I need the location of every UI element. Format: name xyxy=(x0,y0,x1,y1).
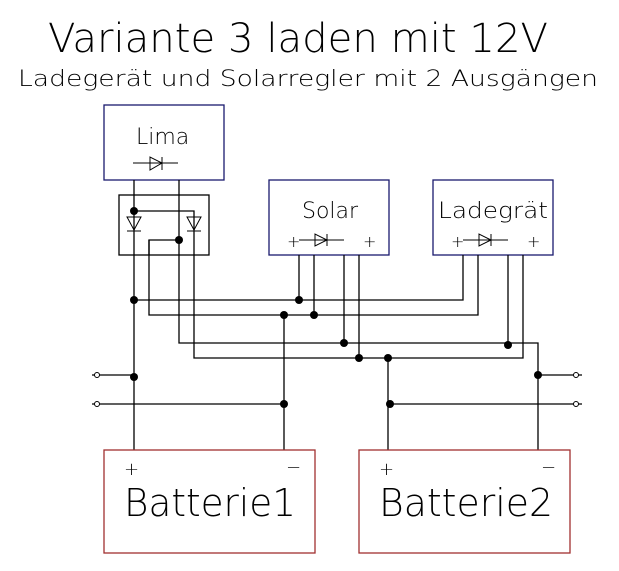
junction-dot xyxy=(130,296,138,304)
junction-dot xyxy=(280,400,288,408)
terminal-icon xyxy=(573,401,579,407)
solar-box xyxy=(268,179,390,256)
ladegeraet-plus-right: + xyxy=(527,232,540,251)
junction-dot xyxy=(386,400,394,408)
diode-icon xyxy=(463,233,508,247)
solar-module: Solar + + xyxy=(268,179,390,256)
diode-icon xyxy=(133,156,178,171)
wire xyxy=(148,239,179,255)
battery1-minus: − xyxy=(286,457,301,478)
bridge-box xyxy=(118,194,210,256)
junctions xyxy=(130,207,542,408)
junction-dot xyxy=(384,354,392,362)
terminal-icon xyxy=(94,372,100,378)
junction-dot xyxy=(310,311,318,319)
battery2-plus: + xyxy=(379,459,394,480)
battery1-plus: + xyxy=(124,459,139,480)
ladegeraet-module: Ladegrät + + xyxy=(432,179,554,256)
diode-icon xyxy=(299,233,344,247)
wire xyxy=(134,255,464,301)
terminal-icon xyxy=(573,372,579,378)
junction-dot xyxy=(175,236,183,244)
junction-dot xyxy=(295,296,303,304)
junction-dot xyxy=(534,371,542,379)
ladegeraet-label: Ladegrät xyxy=(438,199,548,224)
battery1: + − Batterie1 xyxy=(103,449,316,554)
junction-dot xyxy=(340,339,348,347)
ladegeraet-plus-left: + xyxy=(451,232,464,251)
solar-plus-right: + xyxy=(363,232,376,251)
solar-plus-left: + xyxy=(287,232,300,251)
junction-dot xyxy=(280,311,288,319)
lima-box xyxy=(103,104,225,181)
terminal-icon xyxy=(94,401,100,407)
battery2-box xyxy=(358,449,571,554)
lima-module: Lima xyxy=(103,104,225,181)
battery2-minus: − xyxy=(541,457,556,478)
battery2-label: Batterie2 xyxy=(379,481,553,525)
diagram-subtitle: Ladegerät und Solarregler mit 2 Ausgänge… xyxy=(18,67,598,92)
diode-bridge xyxy=(118,194,210,256)
lima-label: Lima xyxy=(136,125,189,150)
junction-dot xyxy=(130,373,138,381)
battery1-label: Batterie1 xyxy=(124,481,296,525)
battery2: + − Batterie2 xyxy=(358,449,571,554)
terminals xyxy=(94,372,579,407)
junction-dot xyxy=(504,341,512,349)
diagram-title: Variante 3 laden mit 12V xyxy=(48,16,548,62)
wire xyxy=(134,210,524,359)
junction-dot xyxy=(355,354,363,362)
junction-dot xyxy=(130,207,138,215)
battery1-box xyxy=(103,449,316,554)
ladegeraet-box xyxy=(432,179,554,256)
solar-label: Solar xyxy=(302,199,359,224)
